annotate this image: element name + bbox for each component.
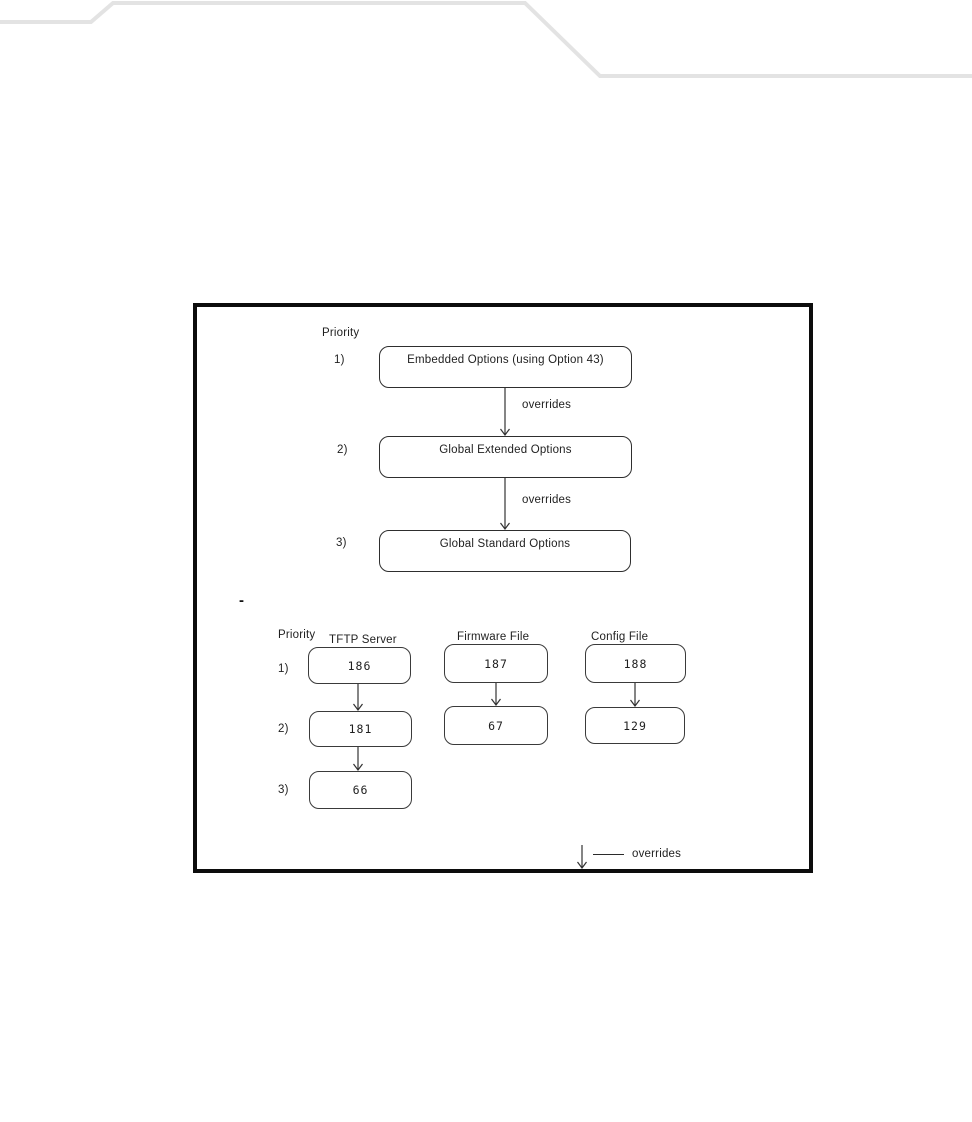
down-arrow-tftp-1 [353,684,363,711]
bottom-priority-heading: Priority [278,629,316,641]
page-header-swoosh-decoration [0,1,972,78]
top-flow-box-global-standard-options: Global Standard Options [379,530,631,572]
top-rank-label-3: 3) [336,537,347,549]
down-arrow-1 [500,388,510,436]
top-flow-box-global-extended-options: Global Extended Options [379,436,632,478]
legend-key-line [593,854,624,855]
top-priority-heading: Priority [322,327,360,339]
diagram-frame: Priority 1) Embedded Options (using Opti… [193,303,813,873]
column-header-tftp-server: TFTP Server [329,634,397,646]
column-header-config-file: Config File [591,631,649,643]
down-arrow-tftp-2 [353,747,363,771]
column-header-firmware-file: Firmware File [457,631,530,643]
option-box-181: 181 [309,711,412,747]
option-box-66: 66 [309,771,412,809]
list-dash-marker: - [239,592,244,609]
diagram-content: Priority 1) Embedded Options (using Opti… [197,307,809,869]
overrides-label-1: overrides [522,399,572,411]
top-rank-label-2: 2) [337,444,348,456]
option-box-67: 67 [444,706,548,745]
down-arrow-firmware [491,683,501,706]
legend-down-arrow [577,845,587,869]
option-box-188: 188 [585,644,686,683]
bottom-rank-label-2: 2) [278,723,289,735]
option-box-129: 129 [585,707,685,744]
option-box-186: 186 [308,647,411,684]
down-arrow-config [630,683,640,707]
top-flow-box-embedded-options: Embedded Options (using Option 43) [379,346,632,388]
top-rank-label-1: 1) [334,354,345,366]
down-arrow-2 [500,478,510,530]
option-box-187: 187 [444,644,548,683]
bottom-rank-label-3: 3) [278,784,289,796]
legend-overrides-label: overrides [632,848,682,860]
bottom-rank-label-1: 1) [278,663,289,675]
overrides-label-2: overrides [522,494,572,506]
